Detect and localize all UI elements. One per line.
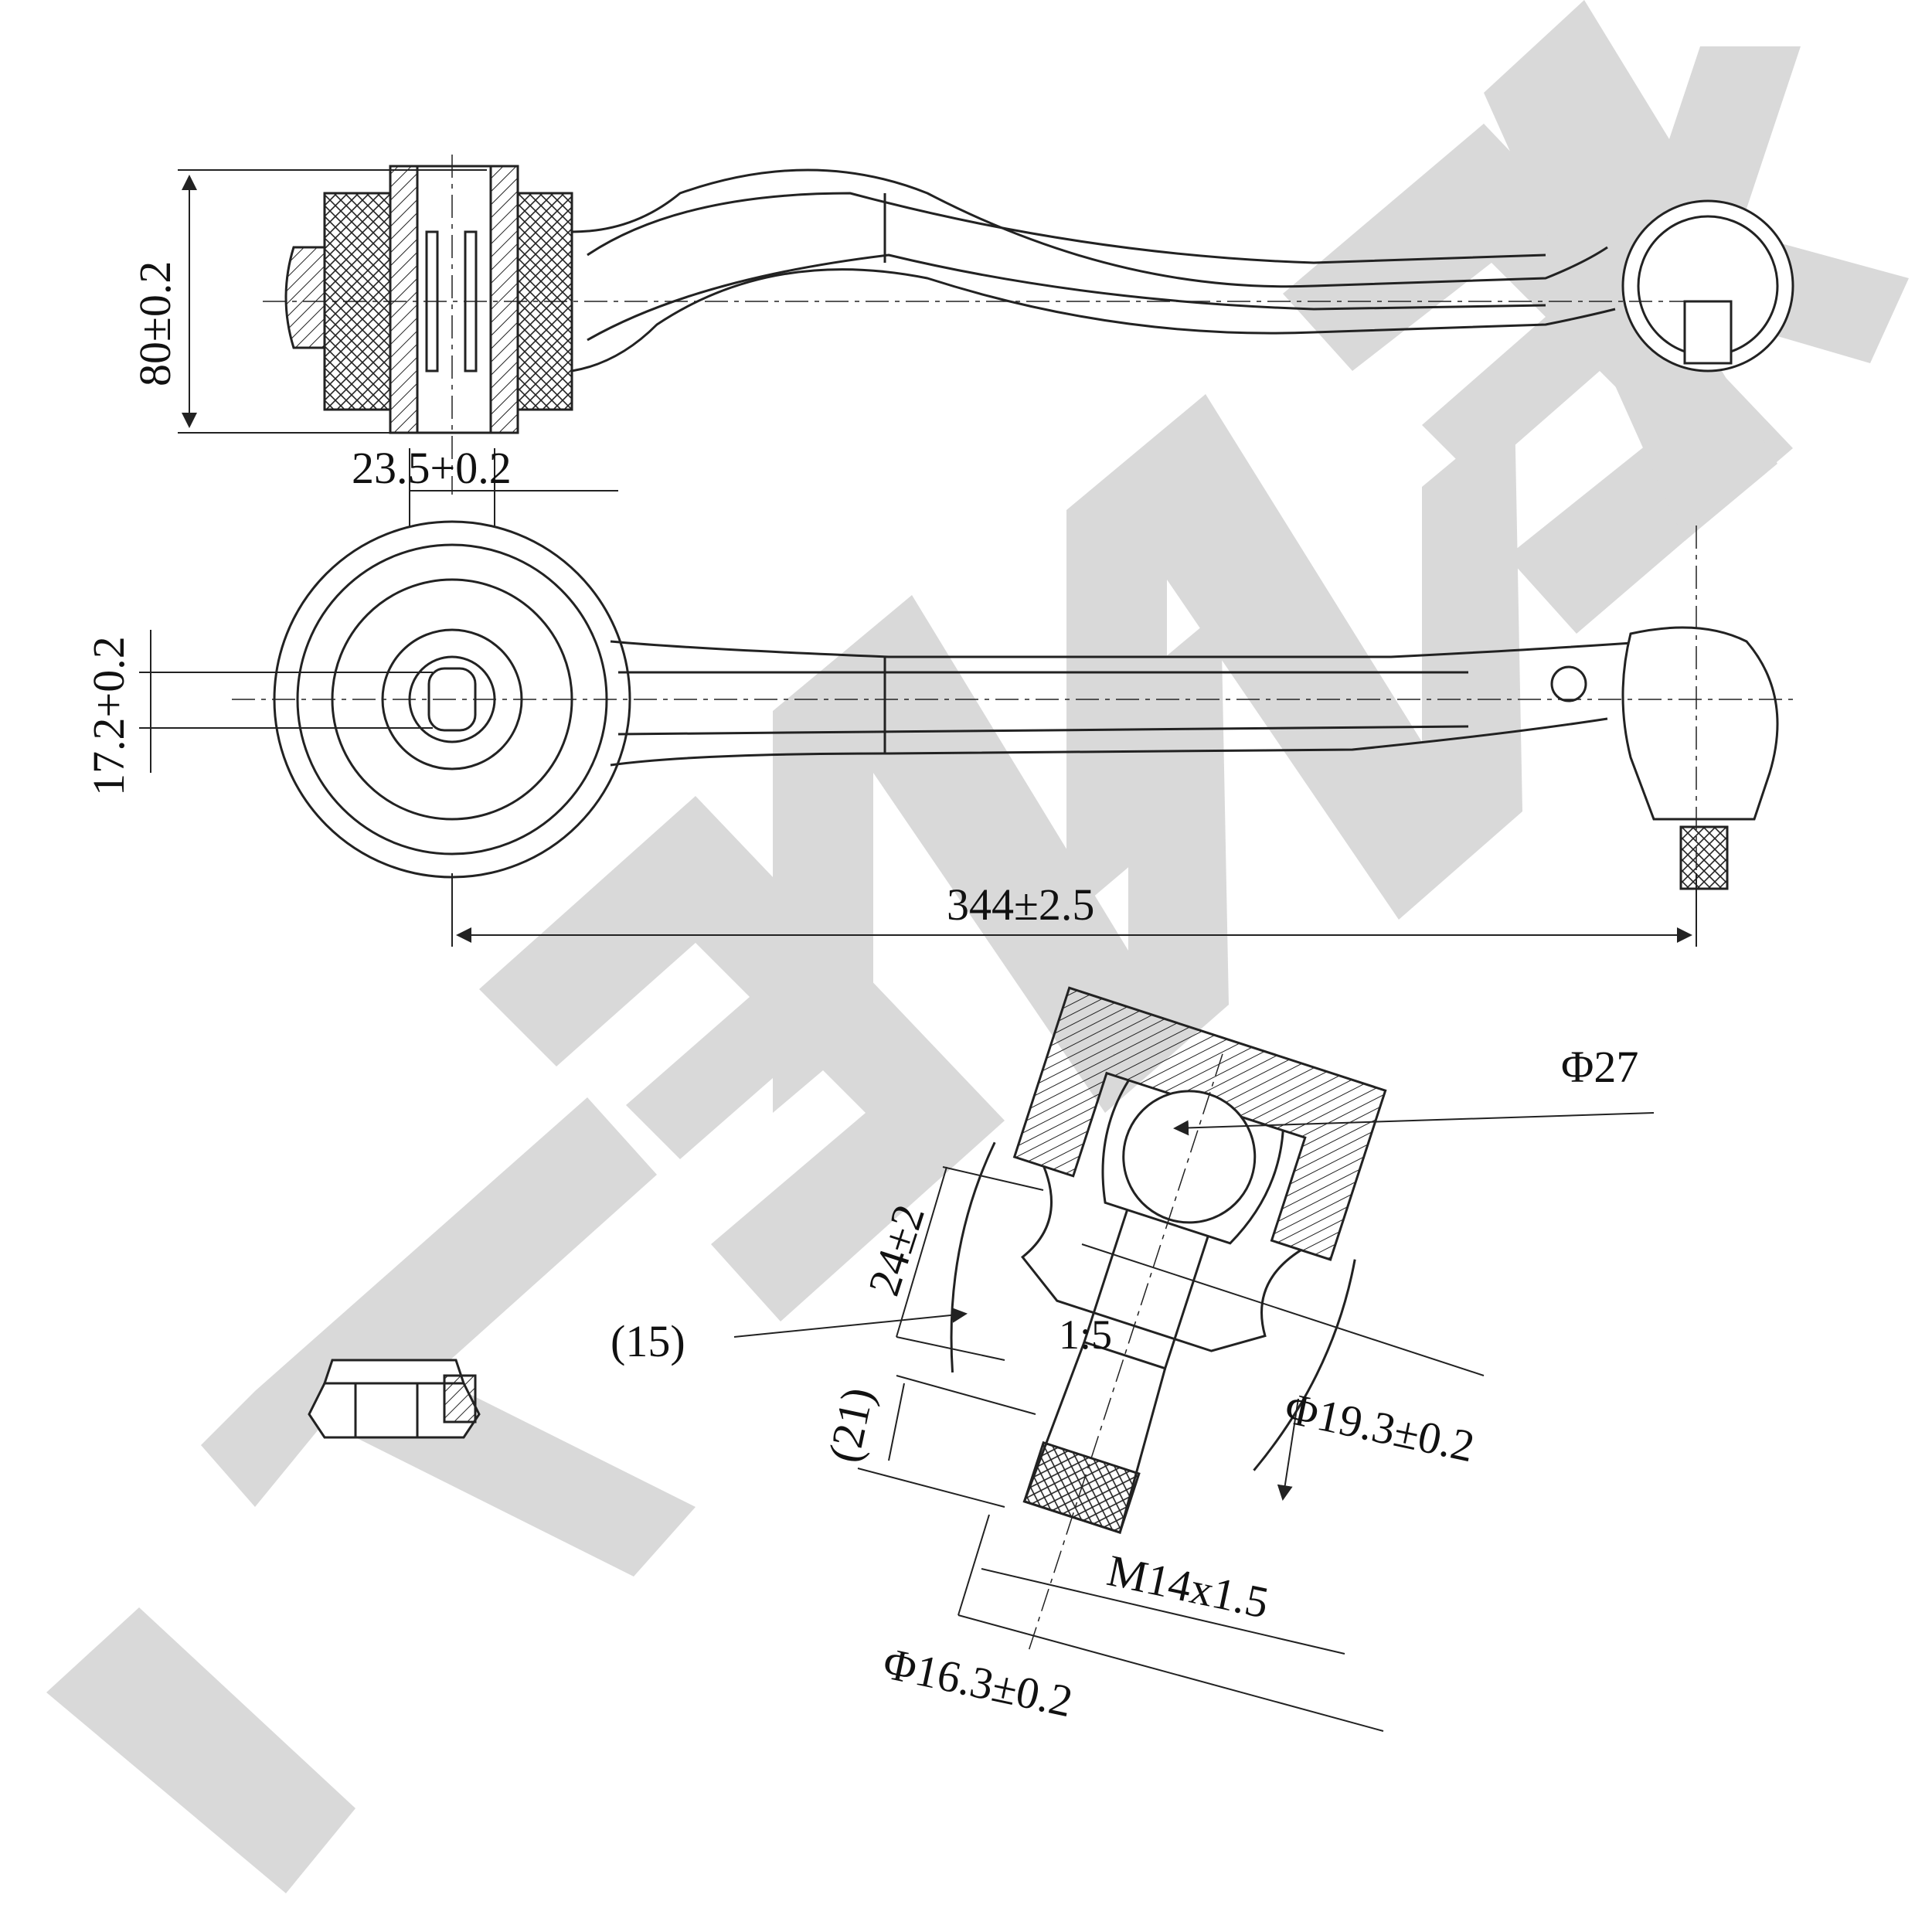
taper-length-dimension	[857, 1375, 1036, 1508]
length-label: 344±2.5	[947, 879, 1094, 930]
arm-top-view	[232, 520, 1793, 943]
height-dimension	[178, 169, 518, 434]
ball-diameter-label: Φ27	[1561, 1042, 1638, 1092]
eye-height-dimension	[139, 630, 433, 773]
stud-length-dimension	[896, 1166, 1044, 1361]
taper-large-diameter-dimension	[1081, 1243, 1485, 1501]
ball-joint-section	[950, 986, 1387, 1650]
thread-label: M14x1.5	[1103, 1545, 1273, 1628]
taper-ratio-label: 1:5	[1059, 1311, 1112, 1358]
watermark-letter-n1	[773, 595, 1229, 1113]
ball-joint-top	[1621, 626, 1779, 821]
ball-joint-side	[1621, 199, 1794, 372]
seal-ref-leader	[733, 1307, 968, 1338]
arm-beam-side	[571, 168, 1608, 288]
length-dimension	[451, 873, 1697, 947]
taper-small-diameter-label: Φ16.3±0.2	[879, 1638, 1077, 1726]
watermark-chevron	[46, 1607, 355, 1893]
seal-ref-label: (15)	[611, 1316, 685, 1366]
taper-length-label: (21)	[818, 1383, 883, 1467]
bushing-width-label: 23.5+0.2	[352, 443, 512, 493]
watermark-letter-z	[201, 1097, 696, 1577]
taper-large-diameter-label: Φ19.3±0.2	[1281, 1383, 1478, 1471]
thread-leader	[981, 1568, 1345, 1655]
taper-small-diameter-dimension	[957, 1514, 1384, 1732]
eye-height-label: 17.2+0.2	[83, 636, 134, 796]
watermark-letter-e2	[1283, 124, 1793, 634]
thread-stud	[1679, 825, 1729, 890]
ball-diameter-leader	[1173, 1112, 1655, 1136]
lock-nut	[308, 1359, 481, 1439]
arm-beam-top	[610, 640, 1655, 658]
height-label: 80±0.2	[130, 261, 180, 386]
arm-side-view	[263, 155, 1794, 495]
housing-section	[1012, 986, 1387, 1261]
